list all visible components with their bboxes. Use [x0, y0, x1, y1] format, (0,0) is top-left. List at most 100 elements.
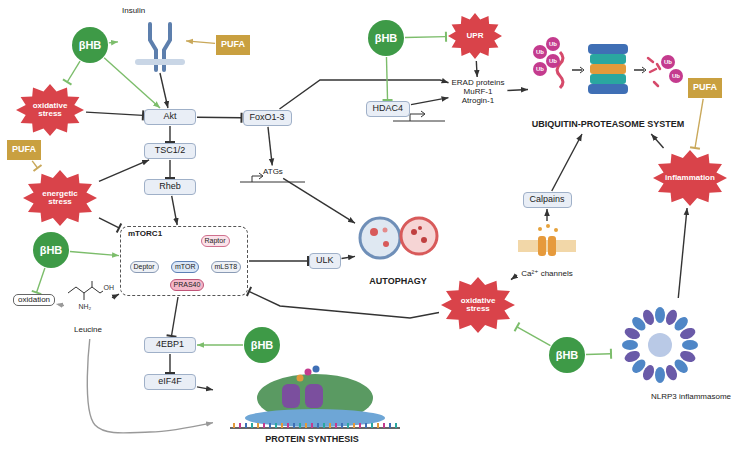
- star-outline: [653, 150, 727, 206]
- stress-star: UPR: [447, 12, 503, 60]
- subunit-pill: Deptor: [130, 261, 159, 273]
- node-text: mTORC1: [128, 230, 162, 239]
- gene-label: ERAD proteinsMuRF-1Atrogin-1: [450, 78, 507, 106]
- stress-star: energetic stress: [22, 169, 98, 227]
- node-text: Ca²⁺ channels: [521, 270, 572, 279]
- connector: [87, 339, 213, 433]
- illustration-part: [68, 281, 103, 300]
- illustration-part: [554, 228, 558, 232]
- connector: [169, 160, 170, 178]
- node-text: βHB: [251, 339, 274, 351]
- illustration-part: [240, 182, 305, 183]
- connector: [56, 304, 64, 305]
- connector: [249, 291, 439, 318]
- illustration-region: Ca²⁺ channels: [512, 222, 582, 282]
- connector: [268, 127, 272, 166]
- connector: [99, 218, 119, 228]
- connector: [507, 89, 528, 90]
- process-box: HDAC4: [366, 101, 411, 117]
- process-box: Rheb: [144, 179, 196, 195]
- node-text: mTOR: [175, 263, 195, 271]
- illustration-part: [370, 228, 378, 236]
- node-text: MuRF-1: [464, 88, 493, 97]
- node-text: βHB: [79, 39, 102, 51]
- bhb-circle: βHB: [549, 337, 585, 373]
- illustration-part: [383, 228, 388, 233]
- node-text: βHB: [40, 244, 63, 256]
- illustration-part: [230, 366, 400, 429]
- illustration-part: [297, 375, 304, 382]
- connector: [160, 73, 168, 108]
- illustration-part: [251, 423, 253, 428]
- illustration-part: [421, 111, 425, 117]
- node-text: energetic stress: [32, 190, 88, 207]
- illustration-part: [347, 423, 349, 428]
- illustration-part: [518, 240, 576, 252]
- illustration-part: [661, 55, 675, 69]
- connector: [411, 98, 448, 105]
- connector: [86, 112, 143, 115]
- node-text: PROTEIN SYNTHESIS: [265, 435, 359, 445]
- illustration-part: [257, 423, 259, 428]
- node-text: mLST8: [215, 263, 238, 271]
- illustration-part: [341, 423, 343, 428]
- illustration-part: [365, 423, 367, 428]
- stress-star: oxidative stress: [15, 83, 85, 137]
- illustration-region: NLRP3 inflammasome: [612, 299, 734, 405]
- process-box: TSC1/2: [144, 143, 196, 159]
- illustration-region: UBIQUITIN-PROTEASOME SYSTEM: [529, 37, 687, 133]
- connector: [280, 80, 449, 109]
- node-text: PUFA: [221, 40, 245, 50]
- illustration-part: [518, 224, 576, 256]
- illustration-region: Insulin: [119, 4, 185, 72]
- connector: [552, 134, 582, 191]
- node-text: Raptor: [205, 237, 226, 245]
- illustration-part: [138, 24, 182, 70]
- connector: [112, 294, 119, 298]
- illustration-part: [359, 423, 361, 428]
- illustration-part: [259, 173, 263, 179]
- illustration-part: [655, 367, 665, 383]
- connector: [386, 57, 387, 100]
- illustration-part: [138, 59, 182, 65]
- illustration-part: [538, 227, 542, 231]
- node-text: Akt: [163, 112, 176, 122]
- star-outline: [23, 170, 97, 226]
- callout-label: OH: [104, 284, 115, 291]
- illustration-part: [401, 218, 437, 254]
- illustration-part: [323, 423, 325, 428]
- pufa-box: PUFA: [688, 78, 722, 98]
- illustration-part: [377, 423, 379, 428]
- connector: [651, 134, 663, 148]
- process-box: Calpains: [523, 192, 572, 208]
- connector: [197, 387, 213, 390]
- subunit-pill: mLST8: [211, 261, 242, 273]
- bhb-circle: βHB: [33, 232, 69, 268]
- illustration-part: [393, 121, 445, 122]
- illustration-part: [395, 423, 397, 428]
- process-box: 4EBP1: [144, 337, 196, 353]
- callout-label: Ub: [664, 59, 672, 65]
- connector: [171, 297, 178, 336]
- illustration-part: [588, 44, 628, 54]
- node-text: PRAS40: [174, 281, 201, 289]
- node-text: Insulin: [122, 7, 145, 16]
- subunit-pill: Raptor: [201, 235, 230, 247]
- node-text: PUFA: [693, 83, 717, 93]
- node-text: Atrogin-1: [462, 97, 494, 106]
- illustration-part: [622, 340, 638, 350]
- illustration-part: [287, 423, 289, 428]
- connector: [109, 42, 118, 43]
- node-text: oxidative stress: [450, 297, 506, 314]
- illustration-part: [313, 366, 320, 373]
- star-outline: [448, 13, 502, 59]
- illustration-part: [410, 114, 424, 121]
- illustration-part: [305, 384, 323, 408]
- node-text: AUTOPHAGY: [369, 277, 426, 287]
- node-text: TSC1/2: [155, 146, 186, 156]
- process-box: eIF4F: [144, 374, 196, 390]
- node-text: oxidation: [18, 296, 50, 305]
- connector: [169, 126, 170, 142]
- illustration-part: [245, 423, 247, 428]
